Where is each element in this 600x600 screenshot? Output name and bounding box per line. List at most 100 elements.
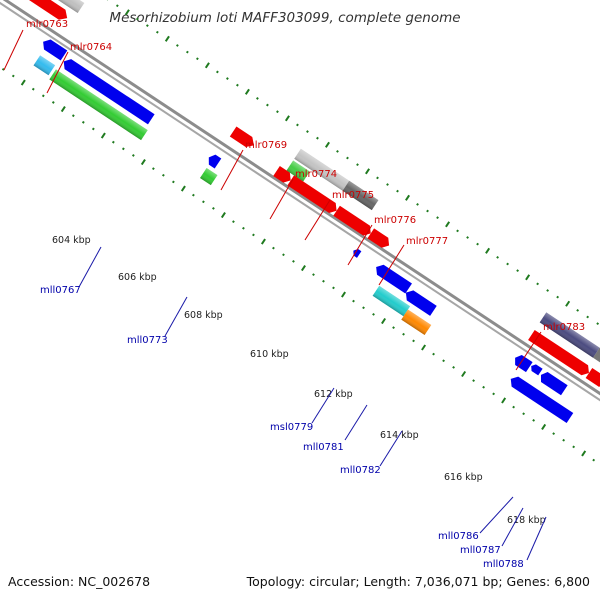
minor-tick	[586, 315, 590, 319]
kbp-label: 610 kbp	[250, 349, 289, 360]
minor-tick	[596, 322, 600, 326]
gene-mll0780[interactable]	[373, 262, 412, 294]
minor-tick	[91, 127, 95, 131]
minor-tick	[316, 136, 319, 140]
minor-tick	[562, 438, 566, 442]
minor-tick	[426, 209, 429, 213]
gene-label-mlr0769[interactable]: mlr0769	[245, 140, 287, 151]
gene-mll0786[interactable]	[507, 374, 549, 407]
minor-tick	[212, 207, 215, 210]
gene-mlr0764[interactable]	[0, 0, 70, 23]
minor-tick	[556, 295, 560, 299]
major-tick	[204, 62, 210, 69]
gene-label-mll0773[interactable]: mll0773	[127, 335, 168, 346]
map-title: Mesorhizobium loti MAFF303099, complete …	[109, 10, 460, 26]
major-tick	[100, 132, 106, 139]
gene-label-mlr0776[interactable]: mlr0776	[374, 215, 416, 226]
major-tick	[581, 450, 587, 457]
minor-tick	[516, 269, 519, 273]
gene-mlr0775[interactable]	[294, 148, 350, 191]
gene-mll0785[interactable]	[512, 353, 533, 373]
gene-mlr0774[interactable]	[286, 160, 310, 182]
minor-tick	[532, 418, 536, 422]
minor-tick	[386, 183, 389, 186]
gene-label-mll0782[interactable]: mll0782	[340, 465, 381, 476]
gene-mll0772[interactable]	[206, 152, 222, 169]
gene-mll0782[interactable]	[401, 309, 432, 336]
gene-mlr0776[interactable]	[342, 180, 379, 211]
gene-mlr0783[interactable]	[539, 312, 600, 358]
minor-tick	[276, 110, 279, 114]
minor-tick	[81, 120, 85, 124]
gene-mll0787[interactable]	[537, 394, 574, 424]
minor-tick	[115, 4, 119, 8]
minor-tick	[121, 147, 125, 151]
reverse-gene-leaders	[78, 246, 547, 561]
minor-tick	[151, 167, 155, 171]
gene-mll0780b[interactable]	[403, 288, 437, 316]
genome-backbone-inner	[0, 0, 600, 489]
major-tick	[124, 9, 130, 16]
major-tick	[341, 291, 346, 298]
minor-tick	[272, 246, 275, 250]
minor-tick	[546, 289, 550, 292]
gene-label-mll0788[interactable]: mll0788	[483, 559, 524, 570]
minor-tick	[522, 412, 526, 416]
major-tick	[260, 238, 266, 245]
minor-tick	[412, 339, 415, 343]
gene-mlr0784[interactable]	[593, 347, 600, 371]
minor-tick	[536, 282, 540, 286]
gene-mll0766[interactable]	[40, 37, 68, 61]
major-tick	[140, 158, 146, 166]
gene-mlr0777[interactable]	[287, 175, 339, 215]
major-tick	[60, 106, 66, 113]
major-tick	[445, 221, 451, 228]
gene-label-mll0787[interactable]: mll0787	[460, 545, 501, 556]
gene-mll0768[interactable]	[60, 56, 155, 125]
gene-label-mlr0775[interactable]: mlr0775	[332, 190, 374, 201]
gene-label-mlr0763[interactable]: mlr0763	[26, 19, 68, 30]
minor-tick	[51, 101, 55, 104]
gene-mlr0774b[interactable]	[273, 166, 294, 185]
minor-tick	[296, 123, 299, 127]
gene-mll0767[interactable]	[49, 69, 148, 141]
gene-label-msl0779[interactable]: msl0779	[270, 422, 313, 433]
gene-label-mlr0777[interactable]: mlr0777	[406, 236, 448, 247]
minor-tick	[216, 70, 219, 74]
major-tick	[324, 141, 330, 148]
gene-label-mll0767[interactable]: mll0767	[40, 285, 81, 296]
minor-tick	[202, 200, 205, 204]
minor-tick	[185, 50, 189, 54]
minor-tick	[592, 458, 596, 462]
gene-mlr0785[interactable]	[528, 329, 592, 378]
gene-label-mlr0764[interactable]: mlr0764	[70, 42, 112, 53]
gene-mll0785b[interactable]	[529, 363, 543, 376]
kbp-label: 612 kbp	[314, 389, 353, 400]
gene-label-mll0781[interactable]: mll0781	[303, 442, 344, 453]
gene-mlr0778b[interactable]	[367, 228, 392, 250]
minor-tick	[392, 326, 395, 330]
gene-mll0773[interactable]	[200, 167, 218, 186]
gene-mll0765[interactable]	[33, 55, 56, 76]
gene-label-mll0786[interactable]: mll0786	[438, 531, 479, 542]
major-tick	[565, 300, 571, 307]
gene-mlr0769[interactable]	[229, 126, 257, 151]
gene-label-mlr0774[interactable]: mlr0774	[295, 169, 337, 180]
major-tick	[180, 185, 186, 192]
minor-tick	[402, 332, 405, 336]
minor-tick	[436, 216, 439, 220]
minor-tick	[336, 150, 339, 153]
kbp-label: 608 kbp	[184, 310, 223, 321]
gene-mlr0778[interactable]	[333, 205, 374, 239]
gene-msl0779[interactable]	[372, 285, 411, 317]
major-tick	[381, 317, 387, 325]
gene-mlr0785b[interactable]	[585, 368, 600, 389]
gene-label-mlr0783[interactable]: mlr0783	[543, 322, 585, 333]
minor-tick	[282, 253, 285, 257]
gene-mll0778[interactable]	[351, 247, 362, 258]
minor-tick	[292, 260, 295, 263]
forward-gene-labels: mlr0763 mlr0764 mlr0769 mlr0774 mlr0775 …	[26, 19, 585, 333]
gene-mll0785c[interactable]	[538, 370, 568, 396]
minor-tick	[442, 359, 445, 363]
minor-tick	[266, 103, 269, 107]
